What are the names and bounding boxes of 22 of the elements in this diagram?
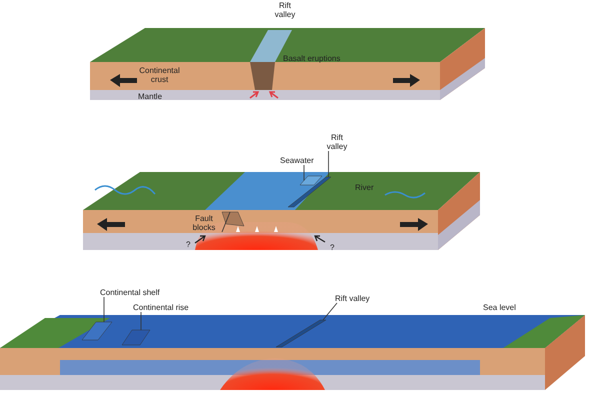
callout-label: Seawater: [280, 156, 314, 165]
callout-label: Rift valley: [322, 133, 352, 151]
callout-label: Rift valley: [335, 294, 370, 303]
callout-label: Continental shelf: [100, 288, 160, 297]
rift-valley-trough: [276, 320, 326, 348]
part-label: River: [355, 183, 374, 192]
callout-label: Fault blocks: [184, 214, 224, 232]
leader-line: [222, 212, 230, 232]
continental-shelf-slope: [82, 322, 112, 340]
question-mark: ?: [330, 243, 334, 252]
question-mark: ?: [186, 240, 190, 249]
leader-line: [328, 150, 329, 178]
part-label: Basalt eruptions: [283, 54, 340, 63]
part-label: Continental crust: [138, 66, 181, 84]
rift-valley-trough: [288, 176, 332, 208]
continental-rise-slope: [122, 330, 150, 346]
seawater-surface: [300, 176, 322, 186]
leader-line: [140, 312, 142, 330]
callout-label: Continental rise: [133, 303, 189, 312]
leader-line: [322, 302, 338, 320]
part-label: Mantle: [138, 92, 162, 101]
part-label: Sea level: [483, 303, 516, 312]
